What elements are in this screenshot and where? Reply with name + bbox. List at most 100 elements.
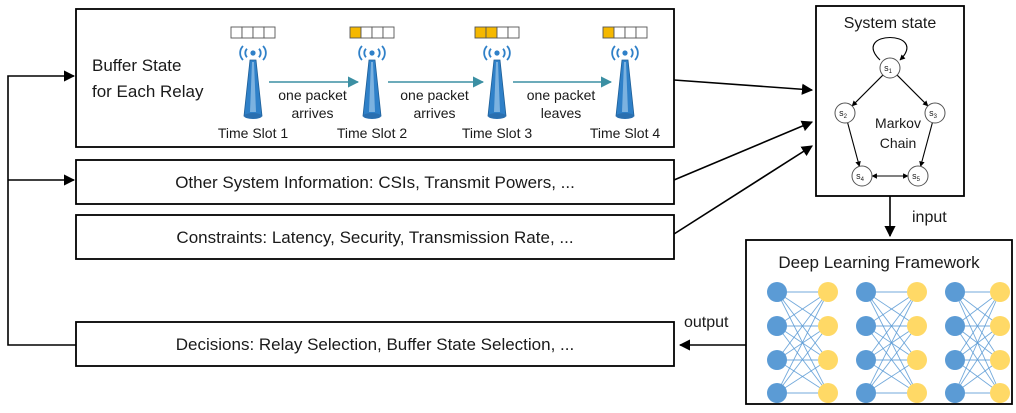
nn-input-node [856,383,876,403]
time-slot-label: Time Slot 2 [337,125,407,141]
nn-block-2 [856,282,927,403]
antenna-icon [239,45,267,61]
antenna-icon [611,45,639,61]
markov-label-1: Markov [875,115,921,131]
svg-text:s1: s1 [884,63,893,75]
buffer-cell [241,26,254,39]
nn-block-3 [945,282,1010,403]
buffer-cell [602,26,615,39]
feedback-lines [7,70,76,346]
svg-text:s3: s3 [929,108,938,120]
buffer-cell [382,26,395,39]
markov-state-s3: s3 [924,102,946,124]
constraints-box [75,214,675,260]
neural-network [767,282,1010,403]
nn-block-1 [767,282,838,403]
buffer-state-label-2: for Each Relay [92,82,204,101]
antenna-icon [483,45,511,61]
time-slot-label: Time Slot 4 [590,125,660,141]
relay-3: Time Slot 3 [462,26,532,141]
input-label: input [912,209,947,226]
svg-text:s4: s4 [856,171,865,183]
deep-learning-title: Deep Learning Framework [778,253,980,272]
svg-text:s5: s5 [912,171,921,183]
relay-base [488,113,506,119]
nn-output-node [818,282,838,302]
nn-output-node [907,282,927,302]
output-label: output [684,314,729,331]
markov-state-s5: s5 [907,165,929,187]
nn-input-node [767,350,787,370]
markov-edge [896,74,929,107]
buffer-cell [360,26,373,39]
deep-learning-box [745,239,1013,405]
buffer-cell [349,26,362,39]
markov-edge [919,122,933,167]
markov-self-loop [872,37,908,61]
svg-text:s2: s2 [839,108,848,120]
system-state-box [815,5,965,197]
buffer-state-label-1: Buffer State [92,56,181,75]
markov-label-2: Chain [880,135,917,151]
transition-1: one packet arrives [269,76,360,121]
nn-output-node [907,383,927,403]
nn-output-node [818,383,838,403]
markov-edge [847,122,861,167]
nn-input-node [767,282,787,302]
transition-label-1: one packet [400,87,469,103]
buffer-cell [613,26,626,39]
buffer-cell [474,26,487,39]
buffer-cell [507,26,520,39]
buffer-cell [230,26,243,39]
markov-state-s4: s4 [851,165,873,187]
nn-input-node [945,383,965,403]
markov-chain: s1 s2 s3 s4 s5 [834,37,946,187]
relay-base [363,113,381,119]
relay-1: Time Slot 1 [218,26,288,141]
buffer-cell [252,26,265,39]
transition-label-1: one packet [278,87,347,103]
transition-2: one packet arrives [388,76,485,121]
nn-input-node [945,282,965,302]
nn-output-node [990,383,1010,403]
markov-state-s1: s1 [879,57,901,79]
markov-edge [851,74,884,107]
nn-output-node [818,316,838,336]
relay-2: Time Slot 2 [337,26,407,141]
nn-input-node [767,316,787,336]
buffer-cell [263,26,276,39]
buffer-cell [371,26,384,39]
relay-base [244,113,262,119]
nn-input-node [945,350,965,370]
transition-label-2: arrives [413,105,455,121]
time-slot-label: Time Slot 3 [462,125,532,141]
transition-label-2: leaves [541,105,581,121]
nn-input-node [856,282,876,302]
nn-input-node [945,316,965,336]
markov-state-s2: s2 [834,102,856,124]
other-info-box [75,159,675,205]
relay-4: Time Slot 4 [590,26,660,141]
nn-output-node [907,316,927,336]
nn-output-node [907,350,927,370]
time-slot-label: Time Slot 1 [218,125,288,141]
antenna-icon [358,45,386,61]
nn-input-node [767,383,787,403]
decisions-text: Decisions: Relay Selection, Buffer State… [176,335,574,354]
nn-input-node [856,350,876,370]
decisions-box [75,321,675,367]
system-state-title: System state [844,15,937,32]
relay-sequence: Time Slot 1 Time Slot 2 Time Slot 3 Time Sl… [218,26,660,141]
transition-label-2: arrives [291,105,333,121]
nn-output-node [818,350,838,370]
constraints-text: Constraints: Latency, Security, Transmis… [176,228,573,247]
nn-output-node [990,316,1010,336]
nn-output-node [990,350,1010,370]
nn-output-node [990,282,1010,302]
buffer-cell [485,26,498,39]
arrows-to-system-state [673,79,814,235]
buffer-cell [624,26,637,39]
nn-input-node [856,316,876,336]
